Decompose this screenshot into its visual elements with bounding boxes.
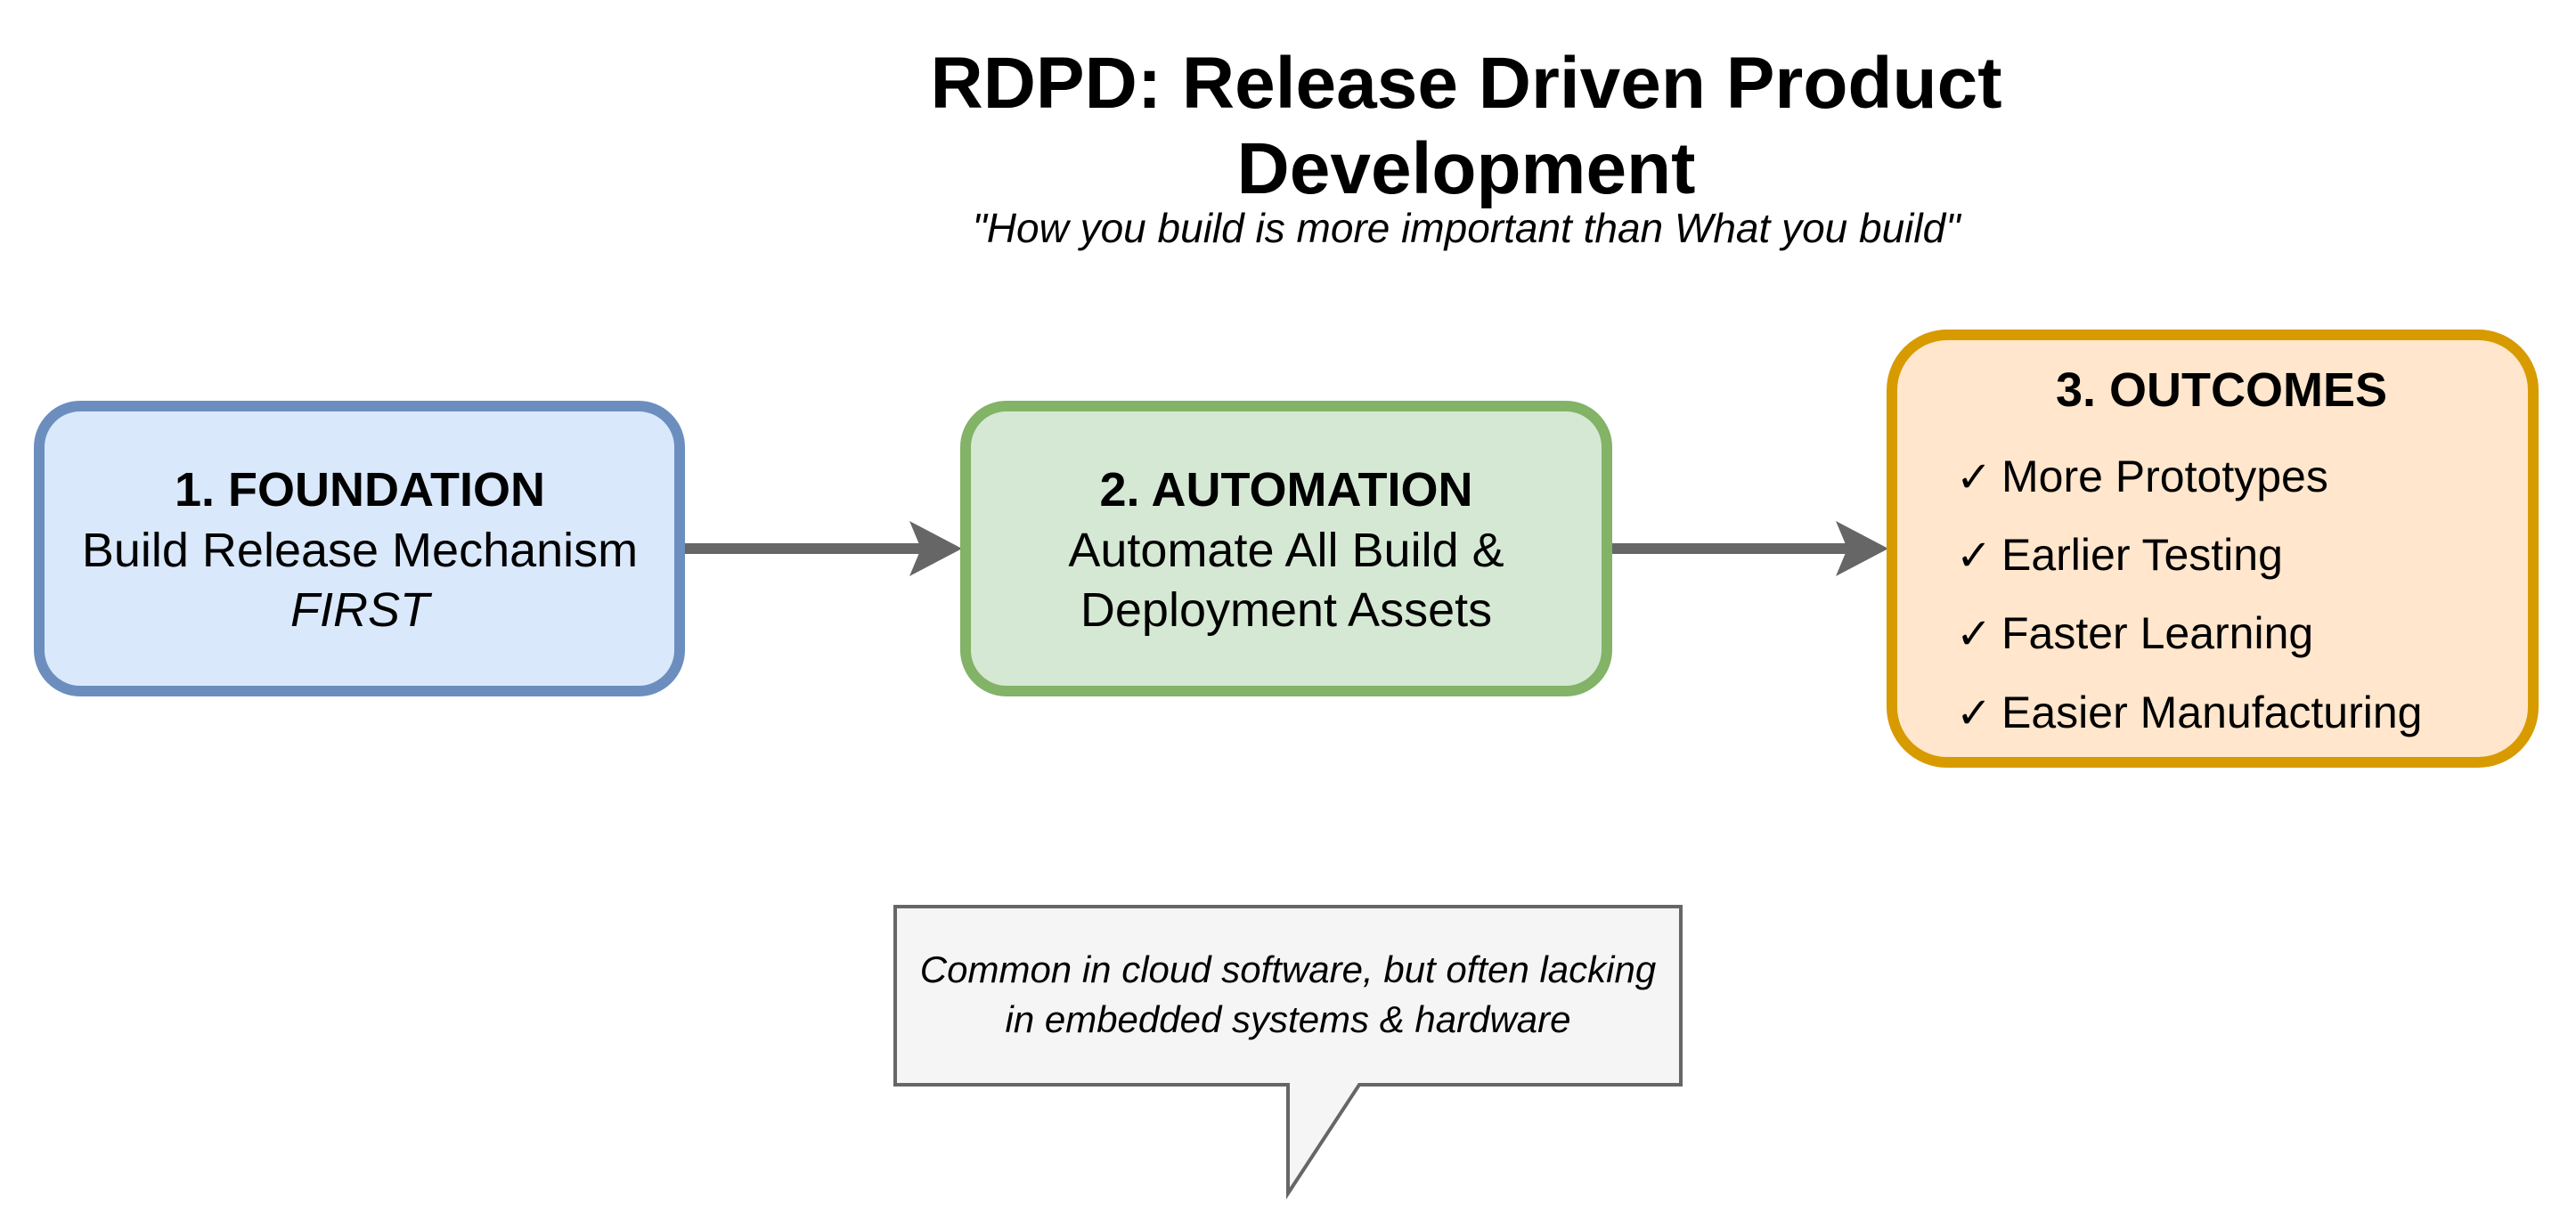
foundation-description: Build Release Mechanism (82, 524, 638, 577)
arrow-head-icon (909, 521, 962, 576)
outcome-item: ✓ More Prototypes (1956, 452, 2328, 502)
callout-text-line-1: Common in cloud software, but often lack… (920, 948, 1656, 990)
arrow-foundation-to-automation (685, 521, 962, 576)
step-outcomes[interactable]: 3. OUTCOMES ✓ More Prototypes ✓ Earlier … (1887, 330, 2539, 768)
automation-title: 2. AUTOMATION (1099, 463, 1472, 517)
header: RDPD: Release Driven Product Development… (930, 43, 2001, 251)
page-subtitle: "How you build is more important than Wh… (972, 205, 1962, 251)
outcomes-title: 3. OUTCOMES (2056, 363, 2387, 417)
automation-description-line-1: Automate All Build & (1068, 524, 1504, 577)
outcome-item-label: Faster Learning (2001, 608, 2313, 658)
speech-bubble-shape[interactable] (893, 905, 1683, 1200)
checkmark-icon: ✓ (1956, 688, 1992, 738)
outcome-item-label: Easier Manufacturing (2001, 688, 2422, 737)
checkmark-icon: ✓ (1956, 609, 1992, 659)
automation-box[interactable] (960, 401, 1612, 696)
callout-text-line-2: in embedded systems & hardware (1006, 998, 1571, 1040)
page-title-line-2: Development (1237, 128, 1696, 209)
arrow-head-icon (1836, 521, 1888, 576)
foundation-emphasis: FIRST (290, 583, 433, 637)
checkmark-icon: ✓ (1956, 452, 1992, 502)
outcomes-box[interactable] (1887, 330, 2539, 768)
step-foundation[interactable]: 1. FOUNDATION Build Release Mechanism FI… (34, 401, 685, 696)
automation-description-line-2: Deployment Assets (1080, 583, 1492, 637)
step-automation[interactable]: 2. AUTOMATION Automate All Build & Deplo… (960, 401, 1612, 696)
outcome-item: ✓ Earlier Testing (1956, 530, 2283, 581)
callout-note[interactable]: Common in cloud software, but often lack… (893, 905, 1683, 1200)
checkmark-icon: ✓ (1956, 531, 1992, 581)
foundation-title: 1. FOUNDATION (175, 463, 545, 517)
page-title-line-1: RDPD: Release Driven Product (930, 43, 2001, 124)
outcome-item: ✓ Faster Learning (1956, 608, 2313, 659)
outcome-item-label: More Prototypes (2001, 452, 2328, 501)
foundation-box[interactable] (34, 401, 685, 696)
arrow-automation-to-outcomes (1612, 521, 1888, 576)
outcome-item: ✓ Easier Manufacturing (1956, 688, 2422, 738)
outcome-item-label: Earlier Testing (2001, 530, 2283, 580)
